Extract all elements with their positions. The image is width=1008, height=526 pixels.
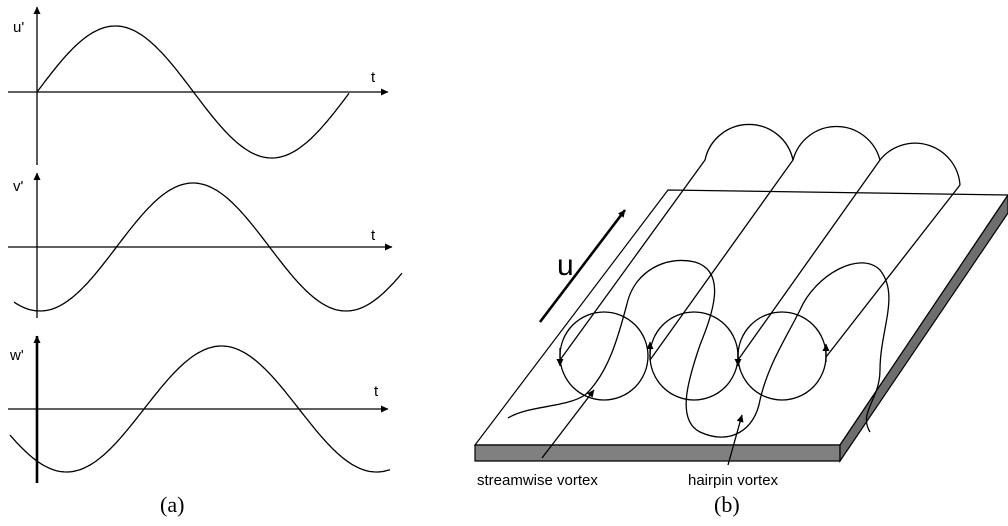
caption-b: (b) [714,492,740,517]
w-xlabel: t [374,383,379,400]
streamwise-vortices [556,123,961,401]
plot-w-prime: w' t [8,335,391,483]
u-wave [36,25,350,159]
u-ylabel: u' [13,19,24,36]
caption-a: (a) [160,492,184,517]
plot-v-prime: v' t [8,172,403,318]
w-ylabel: w' [9,347,24,364]
v-ylabel: v' [13,178,24,195]
hairpin-vortex [507,259,890,438]
plate-front-edge [474,444,841,462]
u-xlabel: t [371,69,376,86]
flow-label: u [557,249,574,282]
w-wave [9,345,391,473]
hairpin-vortex-label: hairpin vortex [688,472,779,489]
streamwise-pointer [541,389,595,459]
streamwise-vortex-label: streamwise vortex [477,472,598,489]
hairpin-pointer [727,414,744,466]
plate-side-edge [839,193,1008,463]
flat-plate [473,189,1008,463]
flow-direction-arrow [538,209,627,323]
panel-a: u' t v' t w' t (a) [8,6,403,517]
vortex-tube-3 [737,142,961,361]
vortex-tube-2 [649,125,881,361]
v-wave [13,182,403,312]
panel-b: u streamwise vortex hairpin vortex (b) [473,123,1008,517]
vortex-tube-3-back [825,184,961,358]
plot-u-prime: u' t [8,6,389,165]
v-xlabel: t [371,227,376,244]
vortex-tube-1 [559,123,794,361]
